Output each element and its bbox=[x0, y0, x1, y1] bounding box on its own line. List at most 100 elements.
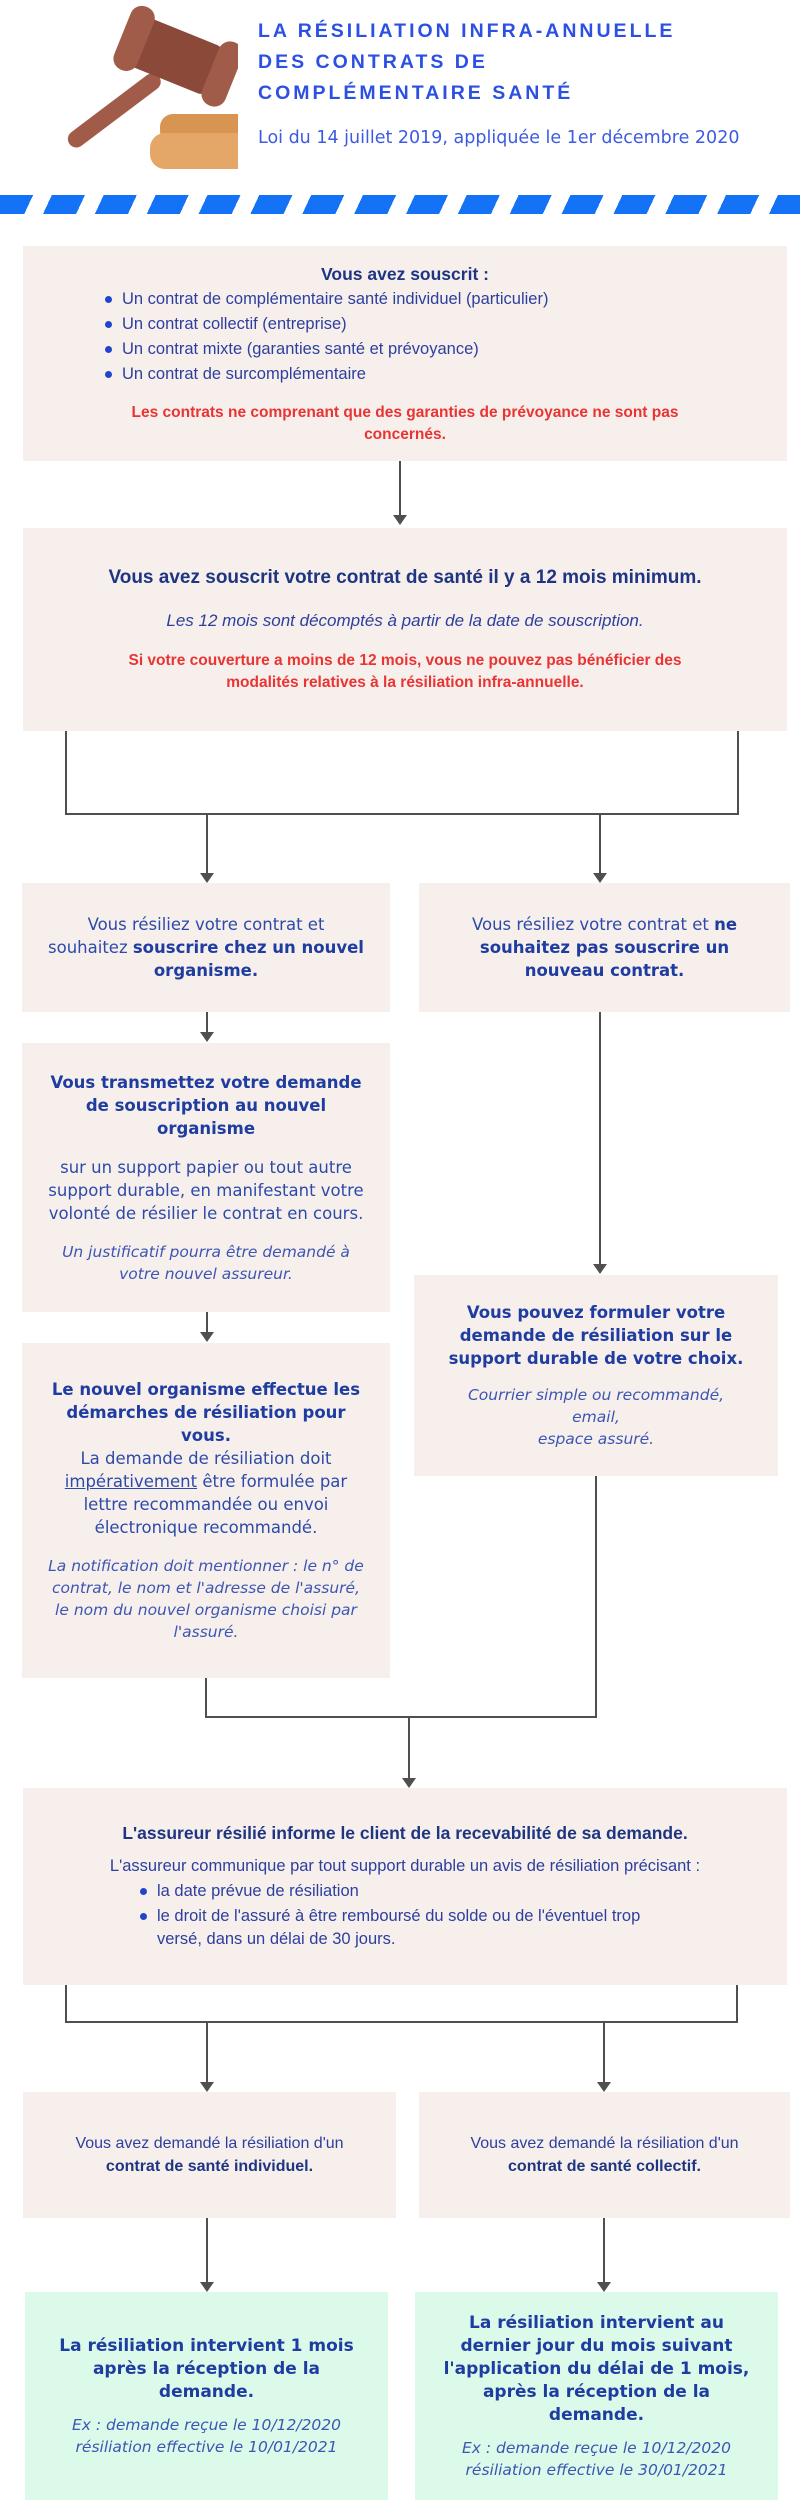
contract-types-list: Un contrat de complémentaire santé indiv… bbox=[105, 286, 705, 388]
connector-line bbox=[206, 2021, 208, 2082]
connector-line bbox=[736, 1985, 738, 2023]
connector-line bbox=[599, 1012, 601, 1264]
connector-line bbox=[599, 813, 601, 873]
example-line: Ex : demande reçue le 10/12/2020 bbox=[462, 2438, 731, 2457]
box-resilier-sans-souscrire-text: Vous résiliez votre contrat et ne souhai… bbox=[443, 913, 766, 982]
arrow-down-icon bbox=[200, 1032, 214, 1042]
box-12mois-warning: Si votre couverture a moins de 12 mois, … bbox=[128, 652, 682, 691]
arrow-down-icon bbox=[593, 873, 607, 883]
list-item: le droit de l'assuré à être remboursé du… bbox=[140, 1905, 670, 1951]
arrow-down-icon bbox=[200, 2282, 214, 2292]
connector-line bbox=[65, 1985, 67, 2023]
box-assureur-title: L'assureur résilié informe le client de … bbox=[122, 1822, 688, 1843]
law-subtitle: Loi du 14 juillet 2019, appliquée le 1er… bbox=[258, 128, 740, 148]
note-line: Courrier simple ou recommandé, bbox=[467, 1386, 725, 1404]
text-regular: Vous résiliez votre contrat et souhaitez bbox=[48, 915, 325, 957]
list-item-label: Un contrat de surcomplémentaire bbox=[122, 364, 366, 383]
connector-line bbox=[737, 731, 739, 813]
box-resilier-sans-souscrire: Vous résiliez votre contrat et ne souhai… bbox=[419, 883, 790, 1012]
text-bold: souscrire chez un nouvel organisme. bbox=[132, 938, 364, 980]
text-regular: La demande de résiliation doit bbox=[80, 1449, 332, 1468]
box-resilier-souscrire-text: Vous résiliez votre contrat et souhaitez… bbox=[46, 913, 366, 982]
box-formuler: Vous pouvez formuler votre demande de ré… bbox=[414, 1275, 778, 1476]
connector-line bbox=[206, 1012, 208, 1032]
bullet-icon bbox=[105, 370, 112, 378]
text-regular: Vous avez demandé la résiliation d'un bbox=[470, 2135, 739, 2152]
arrow-down-icon bbox=[200, 873, 214, 883]
connector-line bbox=[595, 1476, 597, 1718]
connector-line bbox=[408, 1716, 410, 1778]
list-item-label: Un contrat de complémentaire santé indiv… bbox=[122, 289, 549, 308]
connector-line bbox=[206, 1312, 208, 1332]
list-item-label: le droit de l'assuré à être remboursé du… bbox=[157, 1906, 641, 1948]
connector-line bbox=[205, 1716, 597, 1718]
arrow-down-icon bbox=[597, 2082, 611, 2092]
connector-line bbox=[399, 461, 401, 517]
page-title-line-2: DES CONTRATS DE bbox=[258, 51, 488, 73]
text-regular: Vous résiliez votre contrat et bbox=[471, 915, 715, 934]
note-line: email, bbox=[572, 1408, 620, 1426]
list-item-label: la date prévue de résiliation bbox=[157, 1881, 359, 1900]
box-nouvel-organisme-note: La notification doit mentionner : le n° … bbox=[48, 1557, 364, 1641]
arrow-down-icon bbox=[597, 2282, 611, 2292]
list-item-label: Un contrat mixte (garanties santé et pré… bbox=[122, 339, 479, 358]
box-formuler-title: Vous pouvez formuler votre demande de ré… bbox=[448, 1303, 744, 1368]
resultat-individuel-example: Ex : demande reçue le 10/12/2020 résilia… bbox=[72, 2414, 341, 2458]
example-line: résiliation effective le 10/01/2021 bbox=[75, 2437, 338, 2456]
resultat-collectif-example: Ex : demande reçue le 10/12/2020 résilia… bbox=[462, 2437, 731, 2481]
title-block: LA RÉSILIATION INFRA-ANNUELLE DES CONTRA… bbox=[258, 16, 768, 150]
box-assureur-body: L'assureur communique par tout support d… bbox=[109, 1856, 701, 1875]
avis-list: la date prévue de résiliation le droit d… bbox=[140, 1878, 670, 1953]
box-formuler-note: Courrier simple ou recommandé, email, es… bbox=[468, 1384, 724, 1450]
box-resilier-souscrire: Vous résiliez votre contrat et souhaitez… bbox=[22, 883, 390, 1012]
text-bold: contrat de santé individuel. bbox=[105, 2158, 314, 2175]
connector-line bbox=[65, 731, 67, 813]
box-assureur: L'assureur résilié informe le client de … bbox=[23, 1788, 787, 1985]
header: LA RÉSILIATION INFRA-ANNUELLE DES CONTRA… bbox=[0, 0, 800, 195]
bullet-icon bbox=[140, 1912, 147, 1920]
connector-line bbox=[65, 813, 739, 815]
box-souscrit-title: Vous avez souscrit : bbox=[321, 263, 489, 284]
box-demande-collectif-text: Vous avez demandé la résiliation d'un co… bbox=[459, 2132, 750, 2178]
connector-line bbox=[603, 2021, 605, 2082]
example-line: résiliation effective le 30/01/2021 bbox=[465, 2460, 728, 2479]
box-resultat-individuel: La résiliation intervient 1 mois après l… bbox=[25, 2292, 388, 2500]
resultat-individuel-title: La résiliation intervient 1 mois après l… bbox=[59, 2335, 354, 2402]
box-nouvel-organisme-body: La demande de résiliation doit impérativ… bbox=[46, 1447, 366, 1539]
box-resultat-collectif: La résiliation intervient au dernier jou… bbox=[415, 2292, 778, 2500]
page-title-line-3: COMPLÉMENTAIRE SANTÉ bbox=[258, 82, 574, 104]
connector-line bbox=[206, 813, 208, 873]
resultat-collectif-title: La résiliation intervient au dernier jou… bbox=[443, 2312, 750, 2425]
box-souscrit: Vous avez souscrit : Un contrat de compl… bbox=[23, 246, 787, 461]
connector-line bbox=[603, 2218, 605, 2282]
text-bold: contrat de santé collectif. bbox=[508, 2158, 701, 2175]
list-item: Un contrat de complémentaire santé indiv… bbox=[105, 288, 705, 311]
box-12mois-title: Vous avez souscrit votre contrat de sant… bbox=[108, 567, 702, 588]
arrow-down-icon bbox=[593, 1264, 607, 1274]
note-line: espace assuré. bbox=[537, 1430, 655, 1448]
arrow-down-icon bbox=[402, 1778, 416, 1788]
connector-line bbox=[205, 1678, 207, 1718]
connector-line bbox=[206, 2218, 208, 2282]
bullet-icon bbox=[140, 1887, 147, 1895]
arrow-down-icon bbox=[200, 2082, 214, 2092]
box-transmettez-note: Un justificatif pourra être demandé à vo… bbox=[62, 1242, 350, 1283]
page-title-line-1: LA RÉSILIATION INFRA-ANNUELLE bbox=[258, 20, 676, 42]
text-underlined: impérativement bbox=[64, 1472, 198, 1491]
list-item: Un contrat mixte (garanties santé et pré… bbox=[105, 338, 705, 361]
text-regular: Vous avez demandé la résiliation d'un bbox=[75, 2135, 344, 2152]
box-transmettez: Vous transmettez votre demande de souscr… bbox=[22, 1043, 390, 1312]
gavel-icon bbox=[67, 5, 238, 169]
text-regular: être formulée par lettre recommandée ou … bbox=[83, 1472, 348, 1537]
arrow-down-icon bbox=[200, 1332, 214, 1342]
bullet-icon bbox=[105, 345, 112, 353]
connector-line bbox=[65, 2021, 738, 2023]
list-item-label: Un contrat collectif (entreprise) bbox=[122, 314, 347, 333]
box-transmettez-body: sur un support papier ou tout autre supp… bbox=[48, 1157, 364, 1223]
box-12mois-note: Les 12 mois sont décomptés à partir de l… bbox=[166, 611, 644, 630]
box-souscrit-warning: Les contrats ne comprenant que des garan… bbox=[131, 403, 679, 443]
box-nouvel-organisme-title: Le nouvel organisme effectue les démarch… bbox=[51, 1380, 361, 1445]
list-item: Un contrat de surcomplémentaire bbox=[105, 363, 705, 386]
example-line: Ex : demande reçue le 10/12/2020 bbox=[72, 2415, 341, 2434]
